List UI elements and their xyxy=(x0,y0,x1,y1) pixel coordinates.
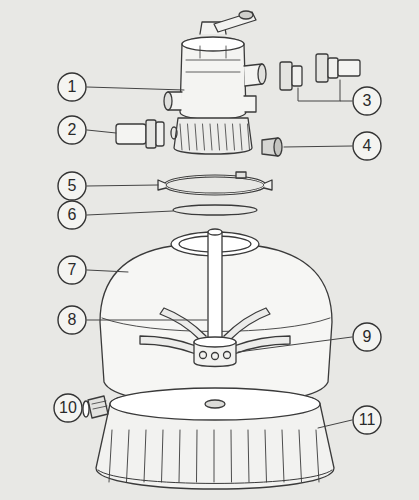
callout-circle: 7 xyxy=(57,255,87,285)
callout-circle: 3 xyxy=(352,86,382,116)
callout-number: 2 xyxy=(57,115,87,145)
callout-circle: 6 xyxy=(57,200,87,230)
callout-number: 9 xyxy=(352,322,382,352)
callout-number: 11 xyxy=(352,405,382,435)
callout-circle: 1 xyxy=(57,72,87,102)
callout-circle: 8 xyxy=(57,305,87,335)
callout-number: 5 xyxy=(57,171,87,201)
callout-number: 7 xyxy=(57,255,87,285)
callout-number: 3 xyxy=(352,86,382,116)
callout-number: 4 xyxy=(352,131,382,161)
callout-number: 8 xyxy=(57,305,87,335)
callout-number: 1 xyxy=(57,72,87,102)
callout-circle: 4 xyxy=(352,131,382,161)
callout-circle: 5 xyxy=(57,171,87,201)
callout-circle: 9 xyxy=(352,322,382,352)
callout-circle: 2 xyxy=(57,115,87,145)
callout-number: 6 xyxy=(57,200,87,230)
callout-number: 10 xyxy=(53,393,83,423)
callout-circle: 11 xyxy=(352,405,382,435)
callout-circle: 10 xyxy=(53,393,83,423)
